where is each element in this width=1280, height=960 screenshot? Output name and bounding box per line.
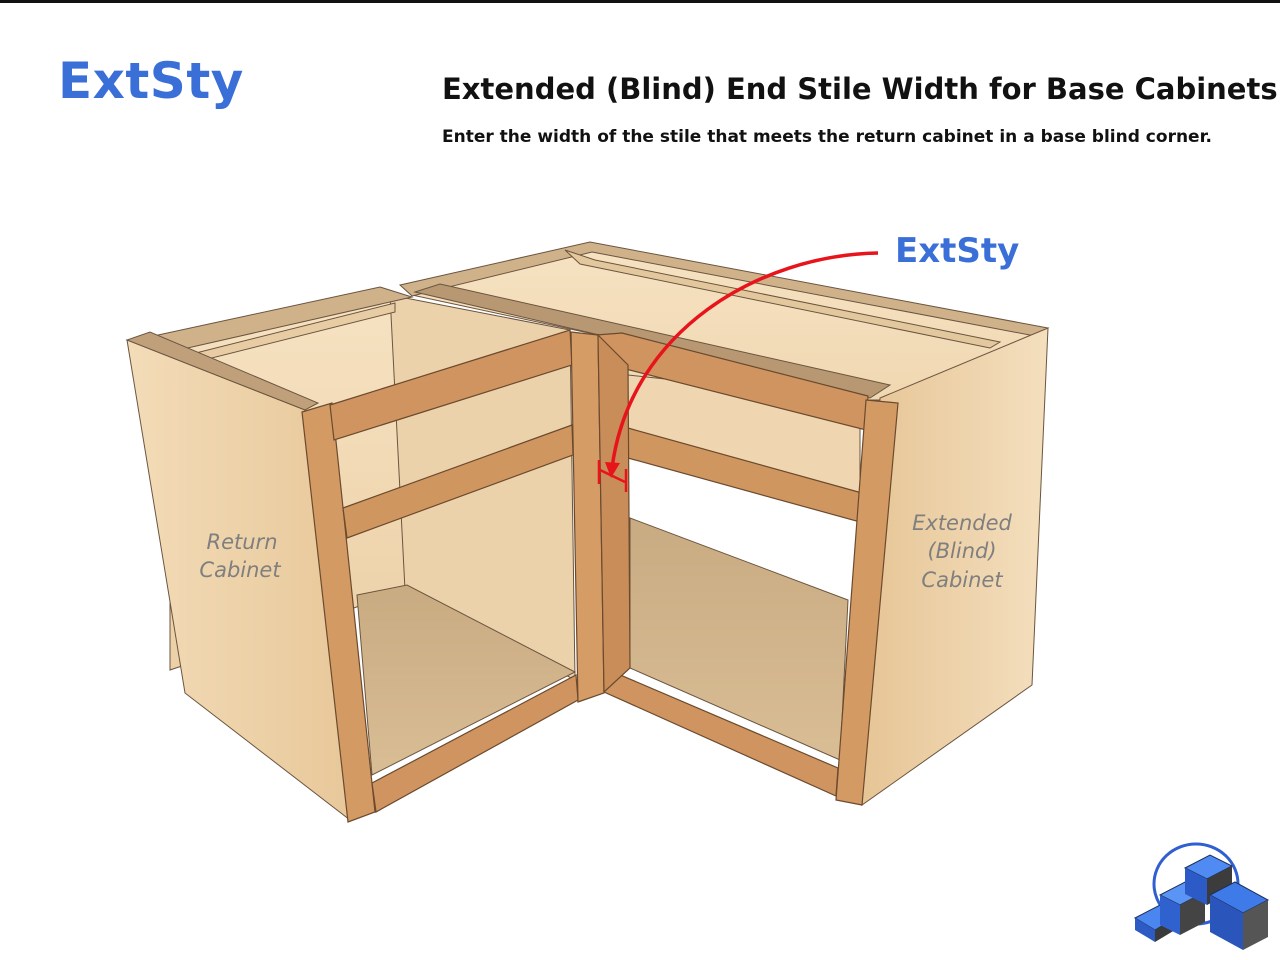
page-subtitle: Enter the width of the stile that meets … — [442, 127, 1212, 147]
return-cabinet-floor — [356, 584, 577, 776]
extended-cabinet-label-line1: Extended — [912, 511, 1012, 535]
return-cabinet: Return Cabinet — [125, 286, 579, 823]
extended-cabinet: Extended (Blind) Cabinet — [398, 241, 1050, 806]
return-cabinet-label-line1: Return — [207, 530, 278, 554]
page-title: Extended (Blind) End Stile Width for Bas… — [442, 72, 1278, 106]
dimension-line — [599, 468, 626, 484]
callout-arrow-curve — [610, 251, 879, 469]
extsty-callout: ExtSty — [597, 231, 1019, 492]
extended-right-stile — [835, 399, 899, 806]
top-rule — [0, 0, 1280, 3]
return-left-stile — [301, 402, 376, 823]
callout-arrow-head-icon — [605, 462, 620, 478]
return-cabinet-label-line2: Cabinet — [199, 558, 281, 582]
extended-cabinet-floor — [629, 517, 849, 761]
extended-end-stile-inner — [597, 333, 631, 694]
variable-code-heading: ExtSty — [58, 52, 244, 110]
extended-cabinet-side-panel — [861, 327, 1049, 806]
callout-label: ExtSty — [895, 231, 1019, 271]
return-cabinet-side-top-edge — [125, 331, 320, 411]
blue-cubes-logo-icon — [1133, 842, 1270, 950]
extended-cabinet-label-line2: (Blind) — [927, 539, 996, 563]
extended-cabinet-label-line3: Cabinet — [921, 568, 1003, 592]
extended-cabinet-top-rail — [564, 249, 1002, 349]
extended-end-stile — [570, 331, 605, 703]
